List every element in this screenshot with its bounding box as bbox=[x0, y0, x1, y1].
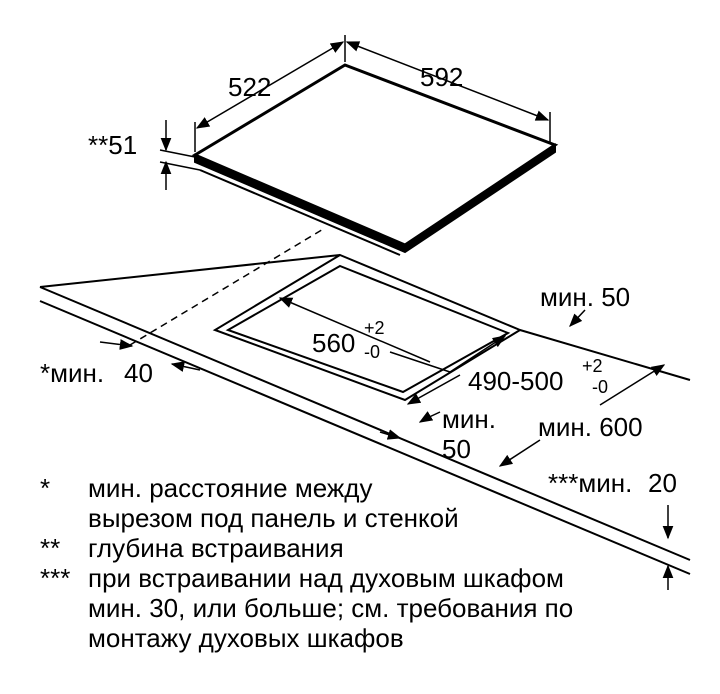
label-min-worktop: мин. 600 bbox=[538, 412, 643, 442]
dim-arrow-560-left bbox=[278, 297, 431, 363]
label-cutout-depth-tol-minus: -0 bbox=[592, 377, 608, 397]
label-min-back: мин. 50 bbox=[540, 282, 630, 312]
label-min-wall-value: 40 bbox=[124, 358, 153, 388]
dim-arrow-490-bottom bbox=[406, 374, 461, 405]
label-min-oven-value: 20 bbox=[648, 468, 677, 498]
dim-arrow-min600-bottom bbox=[498, 439, 541, 467]
cutout bbox=[212, 253, 523, 402]
dim-arrow-min50-front-bottom bbox=[379, 429, 402, 440]
label-build-in-depth: **51 bbox=[88, 130, 137, 160]
hob-edge bbox=[194, 143, 556, 254]
note-mark-1: * bbox=[40, 473, 51, 503]
label-cutout-width-tol-plus: +2 bbox=[364, 318, 385, 338]
label-cutout-depth: 490-500 bbox=[468, 366, 563, 396]
note-1-line-1: мин. расстояние между bbox=[88, 473, 373, 503]
label-min-front-value: 50 bbox=[442, 434, 471, 464]
label-min-wall-prefix: *мин. bbox=[40, 358, 104, 388]
worktop-back-edge bbox=[39, 254, 341, 288]
projection-line bbox=[129, 227, 326, 346]
cutout-inner bbox=[225, 264, 511, 394]
dim-arrow-min50-front-head bbox=[418, 411, 434, 423]
label-min-front: мин. bbox=[442, 404, 496, 434]
note-3-line-2: мин. 30, или больше; см. требования по bbox=[88, 593, 574, 623]
cutout-outer bbox=[212, 253, 523, 402]
label-hob-depth: 522 bbox=[228, 72, 271, 102]
dim-arrow-min600-top bbox=[599, 364, 666, 406]
dim-arrow-522 bbox=[195, 41, 345, 129]
label-cutout-depth-tol-plus: +2 bbox=[582, 356, 603, 376]
dim-arrow-min50-front bbox=[424, 411, 441, 420]
label-cutout-width: 560 bbox=[312, 328, 355, 358]
dim-arrow-min40-right bbox=[170, 361, 201, 372]
note-1-line-2: вырезом под панель и стенкой bbox=[88, 503, 459, 533]
note-3-line-1: при встраивании над духовым шкафом bbox=[88, 563, 564, 593]
dim-arrow-490-top bbox=[449, 335, 507, 373]
label-min-oven-prefix: ***мин. bbox=[548, 468, 632, 498]
note-mark-3: *** bbox=[40, 563, 71, 593]
label-hob-width: 592 bbox=[420, 62, 463, 92]
label-cutout-width-tol-minus: -0 bbox=[364, 342, 380, 362]
dim-arrow-560-right bbox=[389, 351, 451, 373]
worktop-front-top-edge bbox=[39, 286, 691, 561]
note-3-line-3: монтажу духовых шкафов bbox=[88, 623, 404, 653]
note-mark-2: ** bbox=[40, 533, 61, 563]
dim-arrow-min50-back bbox=[569, 309, 586, 327]
worktop-front-bottom-edge bbox=[39, 300, 691, 575]
dim-arrow-592 bbox=[345, 41, 550, 121]
note-2-line-1: глубина встраивания bbox=[88, 533, 344, 563]
hob-underside bbox=[199, 169, 401, 256]
dim-arrow-min40-left bbox=[99, 339, 134, 350]
